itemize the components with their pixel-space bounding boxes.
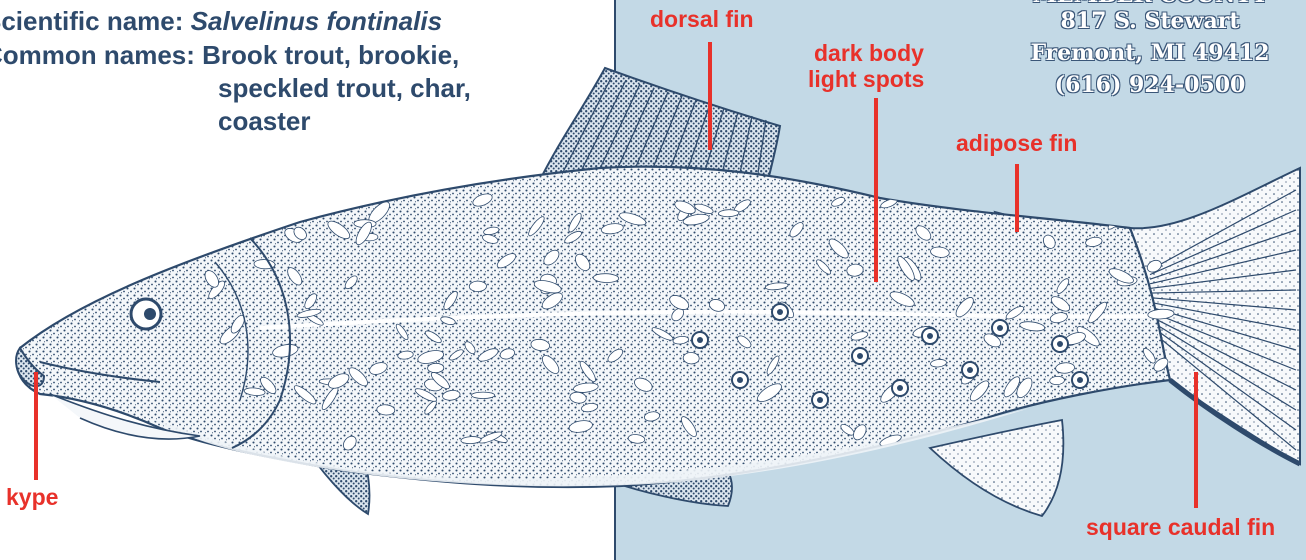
light-spot (427, 363, 444, 373)
ringed-spot-center (967, 367, 973, 373)
stamp-line-2: Fremont, MI 49412 (1010, 40, 1290, 66)
ringed-spot-center (817, 397, 823, 403)
scientific-name-line: Scientific name: Salvelinus fontinalis (0, 6, 442, 37)
stamp-line-3: (616) 924-0500 (1010, 72, 1290, 98)
light-spot (286, 204, 308, 220)
light-spot (472, 392, 495, 398)
ringed-spot-center (857, 353, 863, 359)
label-dorsal-fin: dorsal fin (650, 6, 754, 33)
ringed-spot-center (737, 377, 743, 383)
light-spot (469, 281, 486, 292)
stamp-line-1: 817 S. Stewart (1010, 8, 1290, 34)
label-adipose-fin: adipose fin (956, 130, 1077, 157)
ringed-spot-center (697, 337, 703, 343)
stamp-line-0: MEMBER COUNTY (1010, 0, 1290, 8)
common-names-line-1: Common names: Brook trout, brookie, (0, 40, 459, 71)
ringed-spot-center (777, 309, 783, 315)
ringed-spot-center (997, 325, 1003, 331)
common-names-value-1: Brook trout, brookie, (202, 40, 459, 70)
fish-pupil (144, 308, 156, 320)
light-spot (214, 224, 235, 241)
label-dark-body: dark body (814, 40, 924, 67)
ringed-spot-center (897, 385, 903, 391)
label-kype: kype (6, 484, 58, 511)
scientific-name-value: Salvelinus fontinalis (191, 6, 442, 36)
common-names-value-3: coaster (218, 106, 311, 137)
common-names-label: Common names: (0, 40, 195, 70)
label-light-spots: light spots (808, 66, 924, 93)
light-spot (317, 200, 342, 208)
common-names-value-2: speckled trout, char, (218, 73, 471, 104)
ringed-spot-center (927, 333, 933, 339)
ringed-spot-center (1057, 341, 1063, 347)
label-square-caudal-fin: square caudal fin (1086, 514, 1275, 541)
scientific-name-label: Scientific name: (0, 6, 183, 36)
ringed-spot-center (1077, 377, 1083, 383)
